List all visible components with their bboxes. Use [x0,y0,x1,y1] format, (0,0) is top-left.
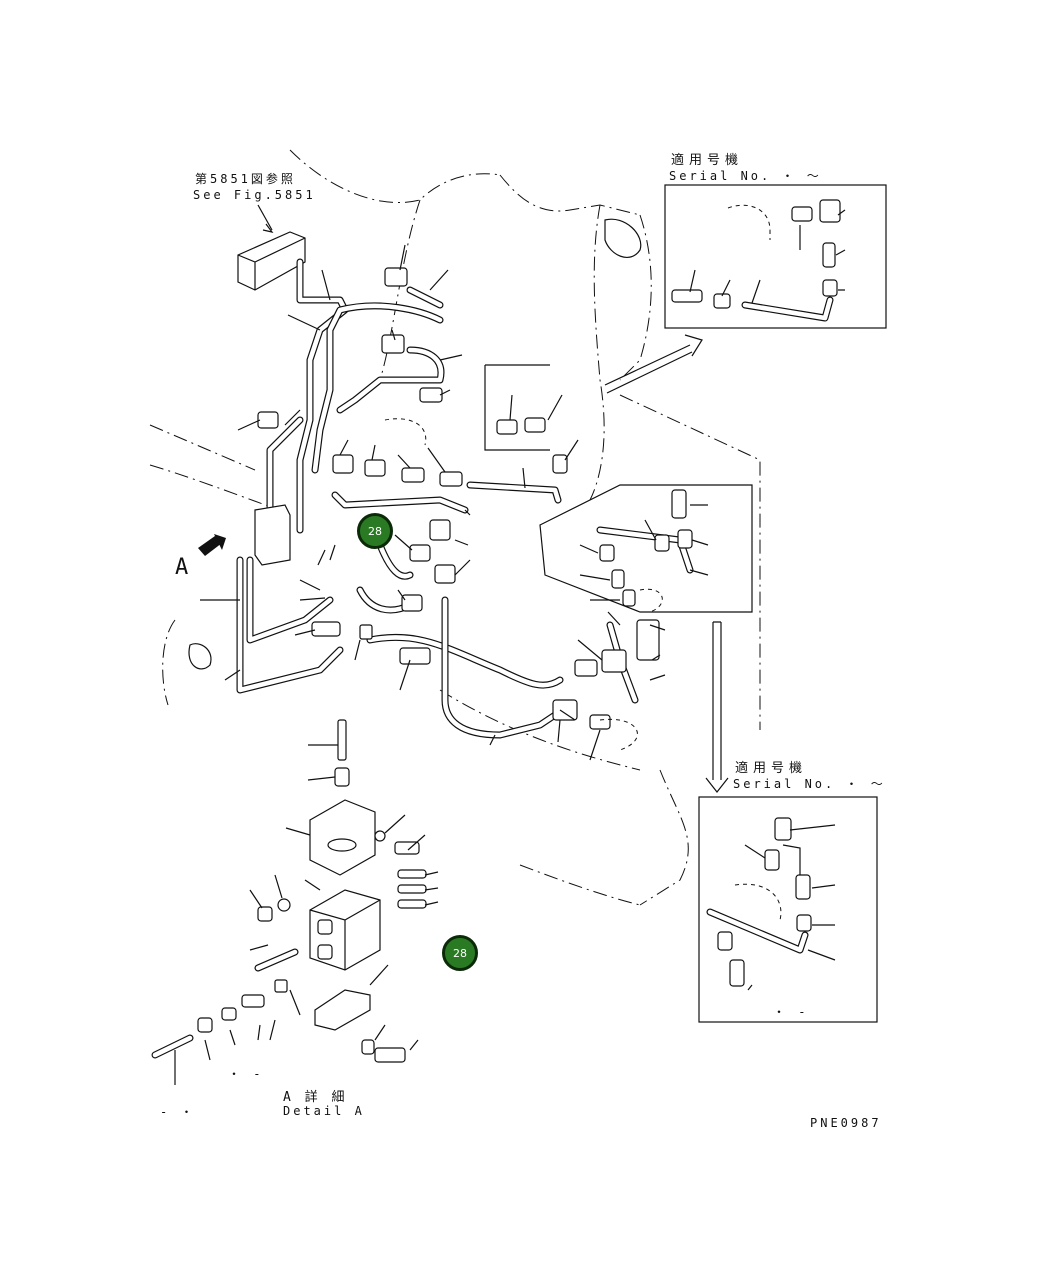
machine-outline [149,149,761,906]
inset-bottom-box [698,796,878,1023]
center-inset [539,484,753,613]
inset-top-box [664,184,887,329]
detail-mark-mid: ・ - [228,1067,264,1081]
callout-28-upper[interactable]: 28 [357,513,393,549]
inset-bottom-en: Serial No. ・ 〜 [733,777,886,791]
arrows [198,334,729,793]
callout-28-lower[interactable]: 28 [442,935,478,971]
hose-lines [236,258,639,739]
inset-bottom-mark: ・ - [773,1005,809,1019]
view-marker-a: A [175,555,189,580]
reference-label-en: See Fig.5851 [193,188,316,202]
inset-bottom-jp: 適用号機 [735,761,808,776]
fittings [254,267,660,751]
drawing-code: PNE0987 [810,1116,882,1130]
inset-top-jp: 適用号機 [671,153,744,168]
reference-block [237,204,306,291]
reference-label-jp: 第5851図参照 [195,172,296,186]
inset-top-en: Serial No. ・ 〜 [669,169,822,183]
detail-a-assembly [151,719,439,1085]
detail-a-label-en: Detail A [283,1104,365,1118]
detail-mark-left: - ・ [160,1105,196,1119]
leader-lines [200,244,666,761]
detail-a-label-jp: A 詳 細 [283,1090,348,1105]
